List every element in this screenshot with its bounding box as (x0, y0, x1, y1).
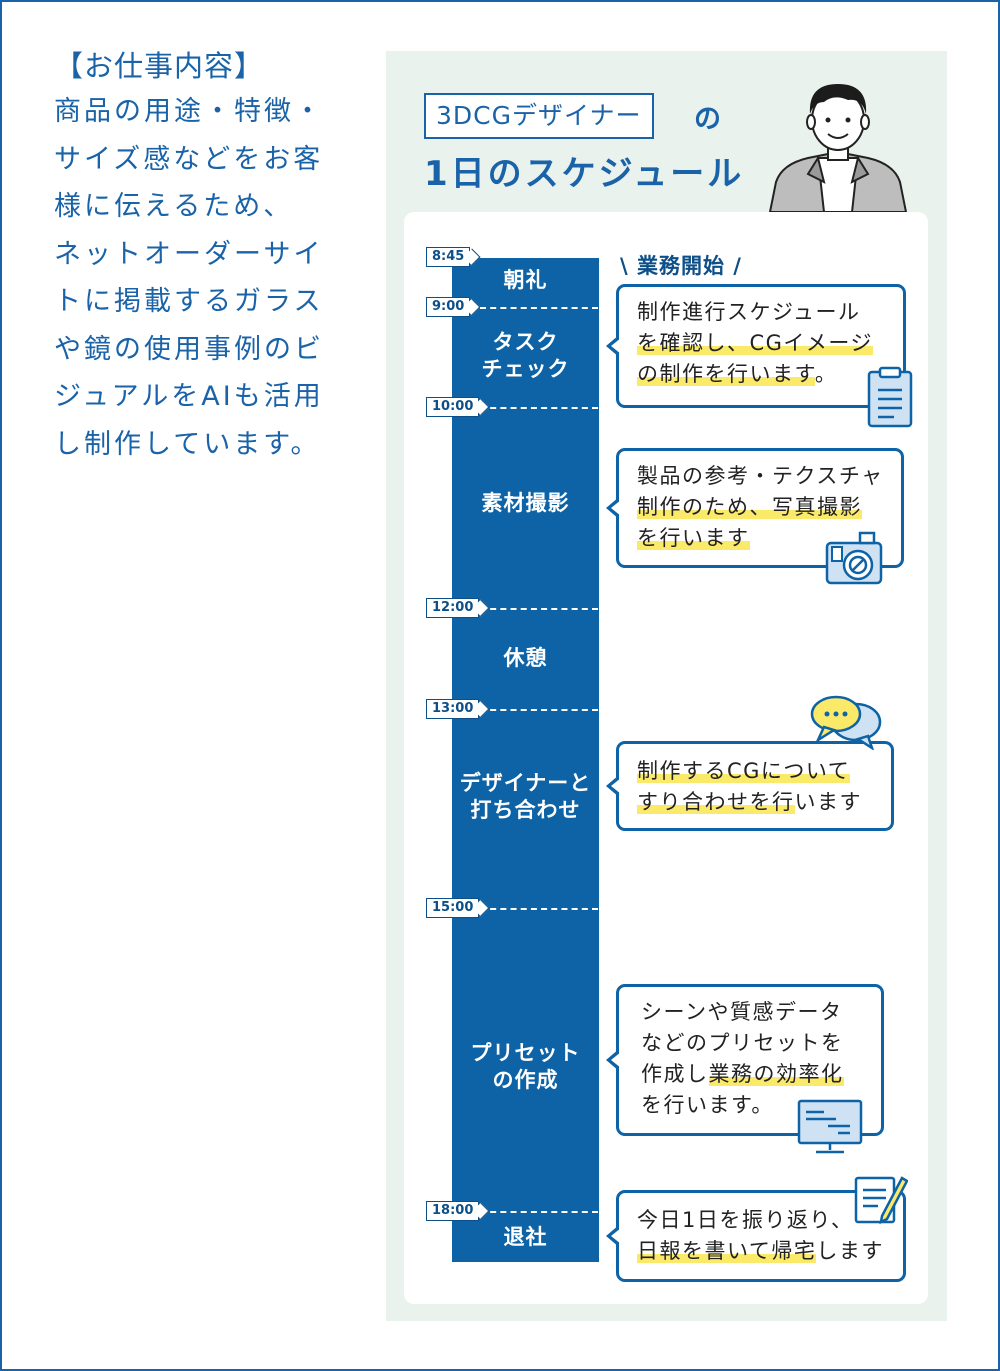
highlighted-text: 日報を書いて帰宅 (637, 1239, 817, 1263)
time-divider (480, 908, 598, 910)
person-illustration (768, 84, 908, 212)
bubble-text: します (816, 1239, 884, 1263)
time-divider (480, 709, 598, 711)
description-bubble: 制作進行スケジュールを確認し、CGイメージの制作を行います。 (606, 284, 906, 408)
bubble-line: を行います。 (641, 1090, 867, 1121)
highlighted-text: 制作するCGについて (637, 759, 851, 783)
bubble-line: 製品の参考・テクスチャ (637, 461, 887, 492)
bubble-line: などのプリセットを (641, 1028, 867, 1059)
monitor-icon (797, 1099, 863, 1154)
time-label: 15:00 (426, 898, 480, 918)
bubble-line: 制作のため、写真撮影 (637, 492, 887, 523)
bubble-line: 今日1日を振り返り、 (637, 1205, 889, 1236)
schedule-title: 1日のスケジュール (424, 154, 745, 194)
start-slash-right: / (724, 254, 742, 278)
bubble-line: 制作するCGについて (637, 756, 877, 787)
start-label: \ 業務開始 / (620, 250, 742, 280)
title-particle: の (694, 104, 721, 135)
highlighted-text: の制作を行います (637, 362, 815, 386)
time-divider (480, 608, 598, 610)
notepad-pen-icon (854, 1176, 908, 1225)
activity-label: デザイナーと 打ち合わせ (459, 771, 592, 822)
highlighted-text: を確認し、CGイメージ (637, 331, 874, 355)
bubble-line: 制作進行スケジュール (637, 297, 889, 328)
job-description-heading: 【お仕事内容】 (54, 49, 265, 83)
bubble-text: シーンや質感データ (641, 1000, 843, 1024)
chat-bubbles-icon (810, 695, 882, 750)
bubble-text: 制作進行スケジュール (637, 300, 861, 324)
bubble-line: シーンや質感データ (641, 997, 867, 1028)
job-description-text: 商品の用途・特徴・ サイズ感などをお客 様に伝えるため、 ネットオーダーサイ ト… (54, 96, 324, 460)
highlighted-text: すり合わせを行 (637, 790, 795, 814)
time-divider (480, 1211, 598, 1213)
bubble-text: います (794, 790, 862, 814)
time-label: 8:45 (426, 247, 471, 267)
bubble-line: 日報を書いて帰宅します (637, 1236, 889, 1267)
camera-icon (825, 531, 883, 585)
bubble-line: を確認し、CGイメージ (637, 328, 889, 359)
bubble-text: 作成し (641, 1062, 709, 1086)
bubble-line: すり合わせを行います (637, 787, 877, 818)
bubble-text: 今日1日を振り返り、 (637, 1208, 854, 1232)
highlighted-text: を行います (637, 526, 750, 550)
activity-label: プリセット の作成 (470, 1041, 581, 1092)
time-label: 13:00 (426, 699, 480, 719)
description-bubble: シーンや質感データなどのプリセットを作成し業務の効率化を行います。 (606, 984, 884, 1136)
bubble-line: を行います (637, 523, 887, 554)
highlighted-text: 制作のため、写真撮影 (637, 495, 862, 519)
timeline-bar (452, 258, 599, 1262)
activity-label: 休憩 (503, 646, 548, 670)
time-divider (480, 407, 598, 409)
bubble-text: 。 (814, 362, 838, 386)
time-label: 9:00 (426, 297, 471, 317)
time-label: 18:00 (426, 1201, 480, 1221)
time-label: 12:00 (426, 598, 480, 618)
time-divider (480, 307, 598, 309)
start-label-text: 業務開始 (636, 254, 725, 278)
start-slash-left: \ (620, 254, 637, 278)
bubble-line: の制作を行います。 (637, 359, 889, 390)
job-description: 【お仕事内容】 商品の用途・特徴・ サイズ感などをお客 様に伝えるため、 ネット… (54, 44, 354, 468)
bubble-line: 作成し業務の効率化 (641, 1059, 867, 1090)
description-bubble: 制作するCGについてすり合わせを行います (606, 741, 894, 831)
bubble-text: 製品の参考・テクスチャ (637, 464, 884, 488)
activity-label: タスク チェック (481, 330, 570, 381)
role-title: 3DCGデザイナー (424, 93, 654, 139)
time-label: 10:00 (426, 397, 480, 417)
activity-label: 素材撮影 (481, 491, 570, 515)
bubble-text: を行います。 (641, 1093, 774, 1117)
activity-label: 朝礼 (503, 268, 548, 292)
description-bubble: 製品の参考・テクスチャ制作のため、写真撮影を行います (606, 448, 904, 568)
activity-label: 退社 (503, 1225, 548, 1249)
bubble-text: などのプリセットを (641, 1031, 844, 1055)
highlighted-text: 業務の効率化 (708, 1062, 844, 1086)
clipboard-icon (867, 366, 913, 428)
